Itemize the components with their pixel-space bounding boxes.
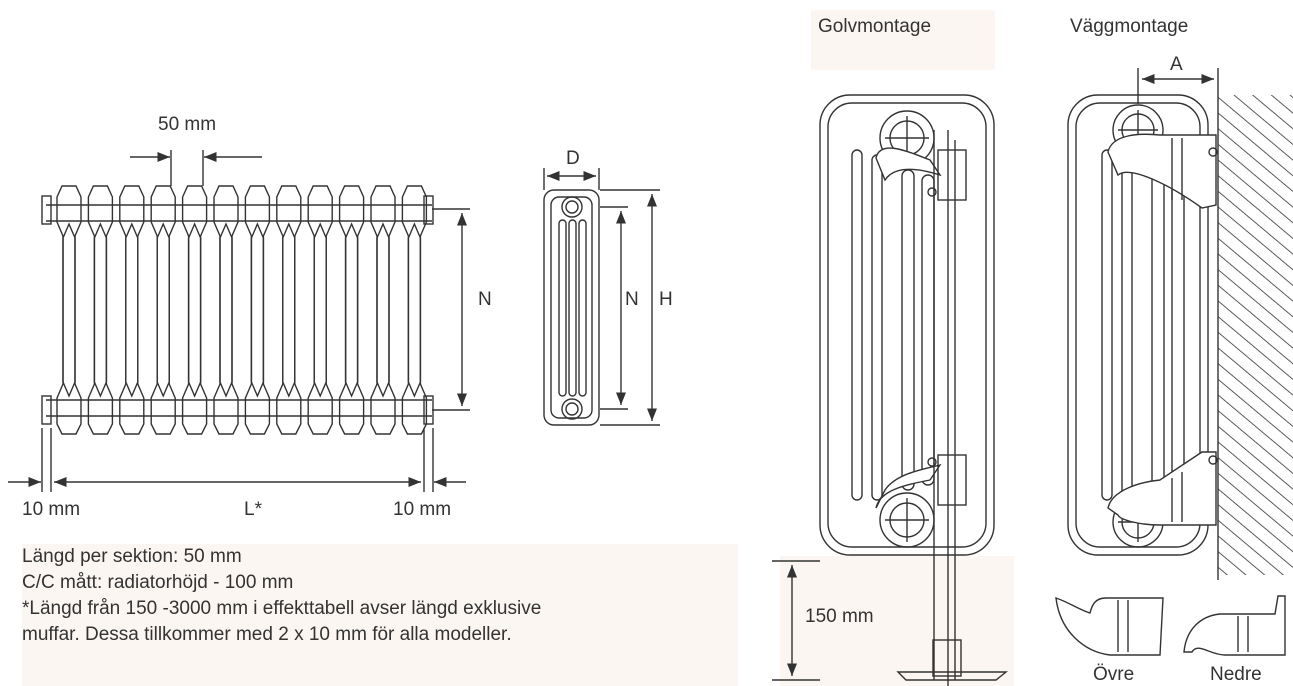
left-bottom-muff — [41, 395, 52, 425]
floor-mount-title: Golvmontage — [818, 16, 931, 37]
note-line-1: Längd per sektion: 50 mm — [22, 546, 242, 567]
front-cc-label: N — [478, 289, 492, 310]
section-width-label: 50 mm — [158, 114, 216, 135]
section-channel — [376, 222, 390, 398]
side-height-label: H — [659, 289, 673, 310]
side-view — [543, 168, 660, 426]
note-line-2: C/C mått: radiatorhöjd - 100 mm — [22, 572, 294, 593]
section-channel — [282, 222, 296, 398]
notes-panel: Längd per sektion: 50 mm C/C mått: radia… — [22, 544, 738, 686]
section-channel — [344, 222, 359, 398]
depth-label: D — [566, 148, 580, 169]
floor-mount-view — [772, 94, 1008, 686]
left-muff-label: 10 mm — [22, 499, 80, 520]
section-channel — [187, 222, 202, 398]
front-view — [41, 185, 434, 435]
right-muff-label: 10 mm — [393, 499, 451, 520]
wall-distance-label: A — [1170, 54, 1183, 75]
section-channel — [125, 222, 139, 398]
floor-mount-title-panel — [811, 10, 995, 70]
floor-distance-panel — [780, 556, 1014, 686]
left-top-muff — [41, 195, 52, 225]
wall-mount-view — [1055, 68, 1293, 656]
upper-bracket-label: Övre — [1093, 664, 1134, 685]
radiator-sections — [56, 185, 428, 435]
section-channel — [219, 222, 233, 398]
section-channel — [93, 222, 108, 398]
length-label: L* — [244, 499, 263, 520]
right-top-muff — [423, 195, 434, 225]
section-channel — [407, 222, 422, 398]
note-line-4: muffar. Dessa tillkommer med 2 x 10 mm f… — [22, 624, 512, 645]
note-line-3: *Längd från 150 -3000 mm i effekttabell … — [22, 598, 542, 619]
wall-mount-title: Väggmontage — [1070, 16, 1188, 37]
section-channel — [156, 222, 170, 398]
section-channel — [250, 222, 265, 398]
floor-distance-label: 150 mm — [805, 606, 874, 627]
lower-bracket-label: Nedre — [1210, 664, 1262, 685]
section-channel — [313, 222, 327, 398]
side-cc-label: N — [625, 289, 639, 310]
section-channel — [62, 222, 76, 398]
front-dimensions — [8, 150, 470, 492]
